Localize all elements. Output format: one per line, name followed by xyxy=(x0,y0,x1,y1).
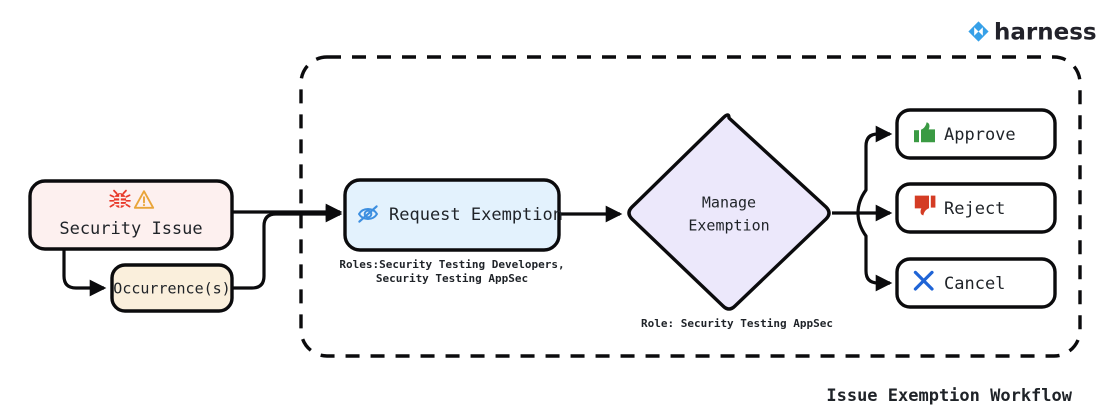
bug-icon xyxy=(109,189,131,208)
node-request-exemption[interactable]: Request Exemption xyxy=(343,178,563,252)
node-cancel-label: Cancel xyxy=(944,274,1005,294)
node-approve[interactable]: Approve xyxy=(895,108,1057,160)
node-approve-label: Approve xyxy=(944,125,1016,145)
node-occurrences[interactable]: Occurrence(s) xyxy=(110,263,234,313)
thumbs-up-icon xyxy=(914,122,935,143)
harness-logo-icon xyxy=(968,21,989,42)
request-exemption-roles-caption-line2: Security Testing AppSec xyxy=(376,272,528,285)
node-request-exemption-label: Request Exemption xyxy=(389,205,563,225)
node-manage-exemption[interactable]: Manage Exemption xyxy=(627,113,831,311)
workflow-boundary xyxy=(299,55,1082,358)
node-approve-box xyxy=(895,108,1057,160)
eye-off-icon xyxy=(358,205,378,223)
node-manage-exemption-diamond xyxy=(627,113,831,311)
edge-occurrences-to-request-exemption xyxy=(232,205,343,290)
figure-title: Issue Exemption Workflow xyxy=(826,386,1072,406)
node-reject-label: Reject xyxy=(944,199,1005,219)
node-security-issue[interactable]: Security Issue xyxy=(28,179,234,251)
thumbs-down-icon xyxy=(914,195,936,216)
node-cancel-box xyxy=(895,257,1057,309)
node-occurrences-box xyxy=(110,263,234,313)
node-manage-exemption-label-line1: Manage xyxy=(702,194,756,212)
manage-exemption-role-caption: Role: Security Testing AppSec xyxy=(641,317,833,330)
edge-security-issue-to-occurrences xyxy=(62,249,107,297)
node-request-exemption-box xyxy=(343,178,561,252)
harness-wordmark: harness xyxy=(994,20,1097,46)
node-reject-box xyxy=(895,182,1057,234)
node-manage-exemption-label-line2: Exemption xyxy=(688,217,769,235)
node-reject[interactable]: Reject xyxy=(895,182,1057,234)
request-exemption-roles-caption-line1: Roles:Security Testing Developers, xyxy=(339,258,564,271)
node-cancel[interactable]: Cancel xyxy=(895,257,1057,309)
node-security-issue-label: Security Issue xyxy=(59,219,202,239)
close-x-icon xyxy=(913,270,934,291)
warning-icon xyxy=(133,190,155,209)
edge-manage-exemption-to-cancel xyxy=(856,212,893,292)
node-security-issue-box xyxy=(28,179,234,251)
harness-brand: harness xyxy=(968,20,1097,46)
node-occurrences-label: Occurrence(s) xyxy=(113,280,230,298)
edge-manage-exemption-to-approve xyxy=(856,125,893,214)
